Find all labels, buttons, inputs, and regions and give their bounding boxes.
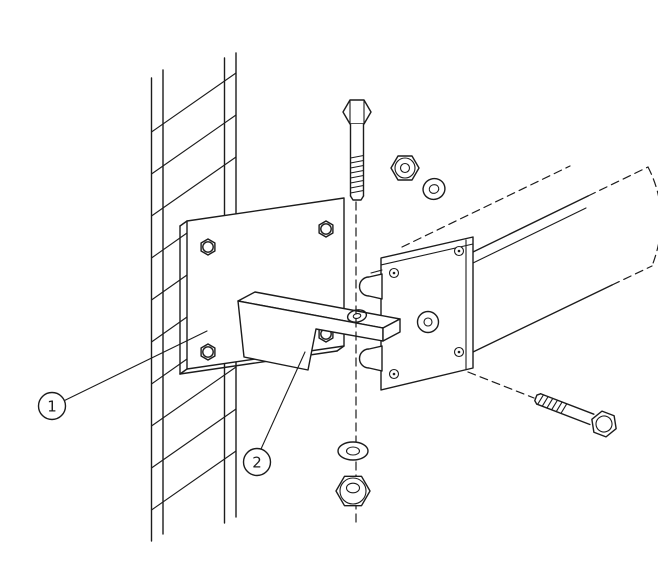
flange-screw bbox=[453, 245, 465, 257]
flange-screw bbox=[453, 346, 465, 358]
balloon-2: 2 bbox=[242, 351, 306, 477]
side-bolt-tip bbox=[534, 393, 542, 405]
balloon-2-circle bbox=[242, 447, 272, 477]
plate-bolt bbox=[200, 238, 216, 256]
balloon-1-circle bbox=[37, 391, 67, 421]
side-bolt-axis bbox=[467, 371, 535, 399]
post-hatching bbox=[150, 72, 237, 511]
bottom-washer bbox=[337, 441, 369, 461]
top-bolt-threads bbox=[349, 154, 365, 194]
top-bolt-head bbox=[342, 99, 372, 125]
side-bolt bbox=[467, 371, 617, 438]
balloon-1: 1 bbox=[37, 330, 208, 421]
cylinder-actuator bbox=[358, 165, 658, 391]
flange-screw bbox=[388, 267, 400, 279]
flange-side-hole bbox=[416, 310, 440, 334]
flange-screw bbox=[388, 368, 400, 380]
balloon-1-label: 1 bbox=[47, 398, 57, 416]
top-nut bbox=[390, 155, 420, 181]
clevis bbox=[358, 269, 383, 372]
cylinder-hidden-edges bbox=[401, 165, 658, 286]
balloon-2-leader bbox=[260, 351, 306, 450]
top-bolt-tip bbox=[349, 195, 365, 201]
side-bolt-head bbox=[591, 410, 617, 438]
bracket-end-face bbox=[382, 318, 401, 342]
wall-post bbox=[150, 52, 237, 542]
cylinder-body bbox=[472, 195, 613, 353]
side-bolt-threads bbox=[537, 394, 568, 414]
balloon-1-leader bbox=[63, 330, 208, 402]
bottom-nut bbox=[335, 475, 371, 507]
plate-bolt bbox=[318, 220, 334, 238]
top-washer bbox=[422, 177, 446, 201]
plate-bolt bbox=[200, 343, 216, 361]
cylinder-flange bbox=[380, 236, 474, 391]
balloon-2-label: 2 bbox=[252, 454, 262, 472]
top-bolt bbox=[342, 99, 372, 201]
